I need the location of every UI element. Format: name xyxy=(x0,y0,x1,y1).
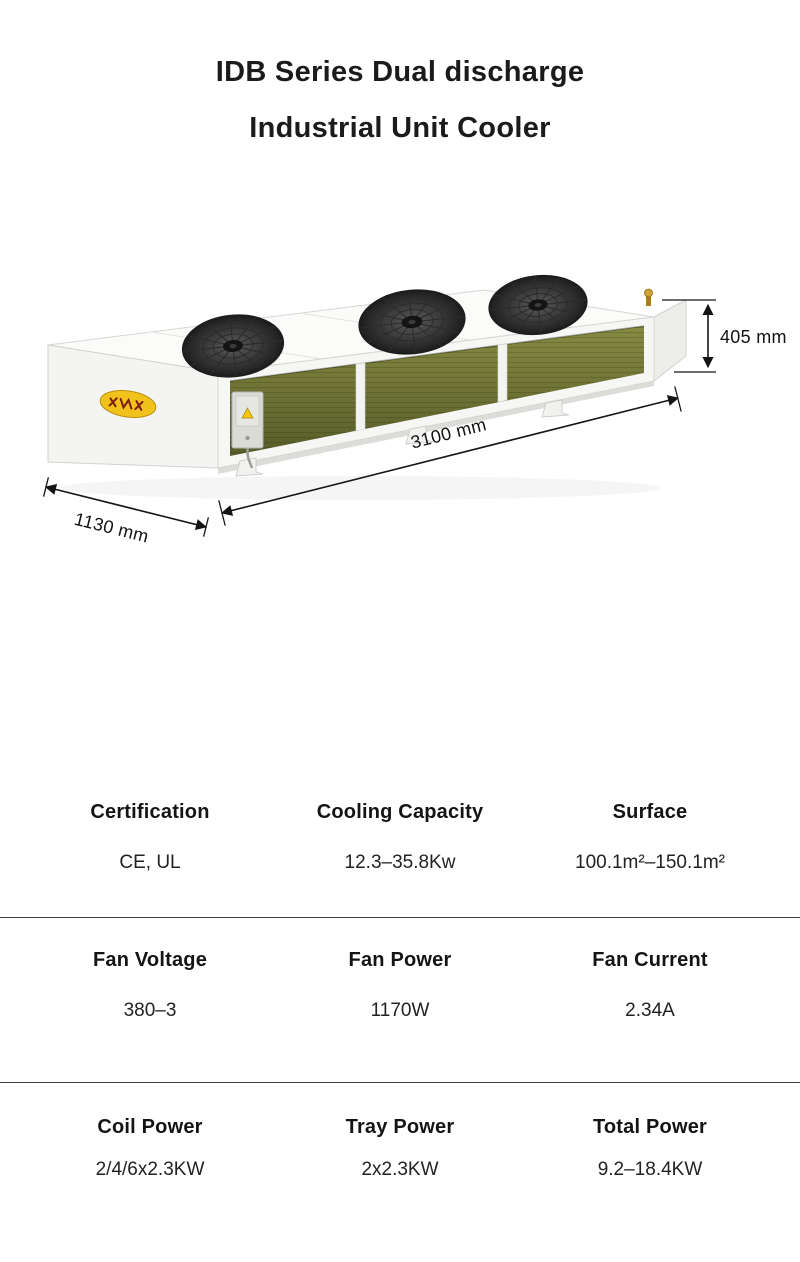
ground-shadow xyxy=(60,476,660,500)
spec-value-total-power: 9.2–18.4KW xyxy=(597,1159,703,1180)
brand-logo xyxy=(99,390,157,418)
spec-group-3: Coil Power Tray Power Total Power 2/4/6x… xyxy=(0,1082,800,1262)
spec-label-certification: Certification xyxy=(90,801,210,823)
spec-label-row: Fan Voltage Fan Power Fan Current xyxy=(25,948,775,972)
coil-top-shadow xyxy=(229,325,645,382)
spec-table: Certification Cooling Capacity Surface C… xyxy=(0,778,800,1262)
spec-label-fan-voltage: Fan Voltage xyxy=(92,949,208,971)
spec-label-row: Certification Cooling Capacity Surface xyxy=(25,800,775,824)
spec-label-fan-current: Fan Current xyxy=(592,949,708,971)
product-figure: 405 mm 3100 mm 1130 mm xyxy=(0,150,800,580)
spec-label-row: Coil Power Tray Power Total Power xyxy=(25,1115,775,1139)
dimension-depth-label: 1130 mm xyxy=(72,509,150,547)
spec-value-certification: CE, UL xyxy=(119,852,181,873)
spec-value-fan-voltage: 380–3 xyxy=(123,1000,177,1021)
spec-value-cooling-capacity: 12.3–35.8Kw xyxy=(344,852,456,873)
spec-label-tray-power: Tray Power xyxy=(345,1116,455,1138)
spec-value-row: 380–3 1170W 2.34A xyxy=(25,1000,775,1022)
coil-mullion-1 xyxy=(355,362,366,432)
spec-label-surface: Surface xyxy=(612,801,688,823)
dimension-height-label: 405 mm xyxy=(720,327,787,347)
spec-label-fan-power: Fan Power xyxy=(348,949,452,971)
spec-value-surface: 100.1m²–150.1m² xyxy=(575,852,725,873)
spec-label-cooling-capacity: Cooling Capacity xyxy=(316,801,484,823)
spec-value-coil-power: 2/4/6x2.3KW xyxy=(95,1159,205,1180)
spec-label-total-power: Total Power xyxy=(592,1116,708,1138)
unit-cooler-illustration: 405 mm 3100 mm 1130 mm xyxy=(42,270,787,547)
spec-value-tray-power: 2x2.3KW xyxy=(361,1159,439,1180)
spec-value-row: 2/4/6x2.3KW 2x2.3KW 9.2–18.4KW xyxy=(25,1159,775,1181)
spec-group-2: Fan Voltage Fan Power Fan Current 380–3 … xyxy=(0,917,800,1082)
spec-group-1: Certification Cooling Capacity Surface C… xyxy=(0,778,800,917)
dimension-height: 405 mm xyxy=(662,299,787,373)
spec-value-fan-current: 2.34A xyxy=(625,1000,675,1021)
page-title-line1: IDB Series Dual discharge xyxy=(215,56,585,88)
unit-cooler-body xyxy=(47,270,687,500)
coil-mullion-2 xyxy=(497,343,508,403)
valve-fitting-icon xyxy=(644,288,653,306)
spec-value-fan-power: 1170W xyxy=(370,1000,430,1021)
unit-right-face xyxy=(653,299,687,383)
spec-value-row: CE, UL 12.3–35.8Kw 100.1m²–150.1m² xyxy=(25,852,775,874)
page-title-line2: Industrial Unit Cooler xyxy=(249,112,551,144)
spec-label-coil-power: Coil Power xyxy=(97,1116,203,1138)
